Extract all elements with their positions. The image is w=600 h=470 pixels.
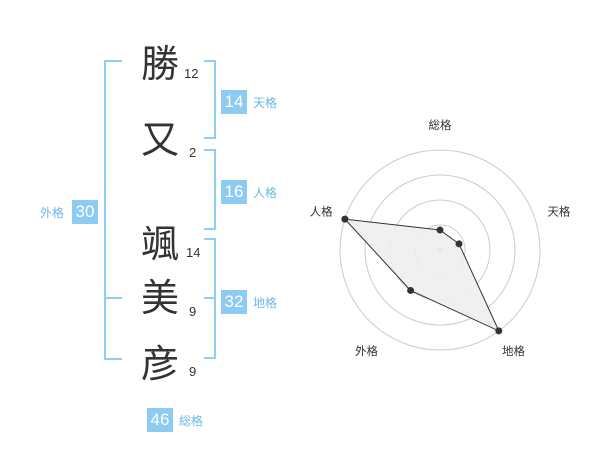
radar-point-4 <box>407 286 415 294</box>
chikaku-value-badge: 32 <box>221 290 247 314</box>
gaikaku-value-badge: 30 <box>72 200 98 224</box>
jinkaku-value-badge: 16 <box>221 180 247 204</box>
radar-axis-label-3: 地格 <box>502 344 525 358</box>
gaikaku-bracket <box>104 60 122 360</box>
stroke-count-3: 14 <box>186 245 201 260</box>
name-char-5: 彦 <box>140 342 179 386</box>
radar-grid-ring-3 <box>364 174 516 326</box>
name-char-2: 又 <box>140 118 179 162</box>
soukaku-value-badge: 46 <box>147 408 173 432</box>
radar-axis-label-1: 総格 <box>429 118 452 132</box>
stroke-count-1: 12 <box>184 66 199 81</box>
radar-point-3 <box>495 327 503 335</box>
name-char-3: 颯 <box>140 222 179 266</box>
chikaku-label: 地格 <box>253 296 278 310</box>
radar-axis-label-2: 天格 <box>547 204 570 218</box>
radar-axis-label-5: 人格 <box>310 204 333 218</box>
gaikaku-divider <box>104 297 122 299</box>
chikaku-divider <box>204 297 216 299</box>
jinkaku-bracket <box>204 149 216 230</box>
tenkaku-bracket <box>204 60 216 139</box>
radar-point-1 <box>436 226 444 234</box>
soukaku-label: 総格 <box>179 414 204 428</box>
stroke-count-2: 2 <box>189 145 197 160</box>
name-char-1: 勝 <box>140 42 179 86</box>
radar-data-area <box>343 218 500 332</box>
tenkaku-value-badge: 14 <box>221 90 247 114</box>
gaikaku-label: 外格 <box>40 206 65 220</box>
name-char-4: 美 <box>140 276 179 320</box>
stroke-count-4: 9 <box>189 304 197 319</box>
tenkaku-label: 天格 <box>253 96 278 110</box>
radar-point-2 <box>455 240 463 248</box>
radar-grid-ring-4 <box>339 149 541 351</box>
radar-point-5 <box>341 215 349 223</box>
jinkaku-label: 人格 <box>253 186 278 200</box>
stroke-count-5: 9 <box>189 364 197 379</box>
radar-axis-label-4: 外格 <box>355 344 378 358</box>
